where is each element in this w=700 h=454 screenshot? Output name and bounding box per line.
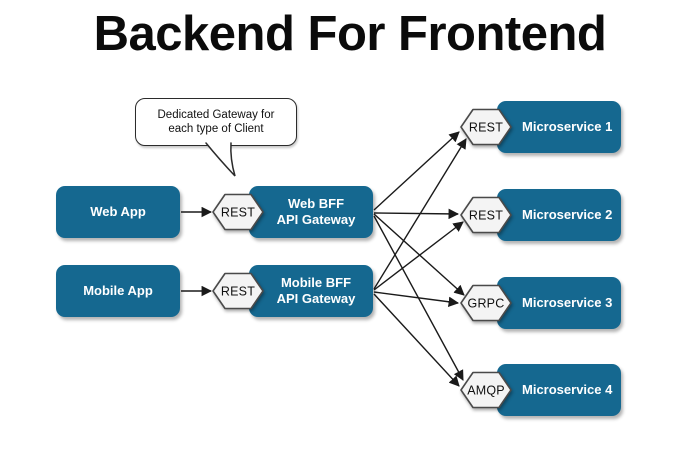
callout-line2: each type of Client [168,123,264,135]
microservice-4-label: Microservice 4 [522,382,613,397]
arrow-mobilebff-to-ms3 [373,291,460,307]
page-title: Backend For Frontend [93,7,607,61]
arrow-webbff-to-ms2 [373,208,460,220]
microservice-1-label: Microservice 1 [522,119,613,134]
gateway-mobile-line2: API Gateway [276,291,356,306]
gateway-mobile-line1: Mobile BFF [280,275,352,290]
microservice-3-label: Microservice 3 [522,295,613,310]
arrow-mobilebff-to-ms1 [373,138,467,290]
node-microservice-4: Microservice 4 [497,364,621,416]
microservice-2-label: Microservice 2 [522,207,613,222]
callout-line1: Dedicated Gateway for [157,109,275,121]
callout-bubble: Dedicated Gateway for each type of Clien… [135,98,297,146]
arrow-webbff-to-ms4 [373,215,464,381]
callout-tail [205,142,236,177]
node-web-app-label: Web App [90,204,146,219]
arrow-mobilebff-to-ms4 [373,293,460,387]
node-microservice-1: Microservice 1 [497,101,621,153]
node-web-bff-gateway: Web BFF API Gateway [249,186,373,238]
arrow-webbff-to-ms3 [373,213,465,296]
node-microservice-2: Microservice 2 [497,189,621,241]
gateway-web-line1: Web BFF [287,196,345,211]
node-microservice-3: Microservice 3 [497,277,621,329]
node-mobile-app-label: Mobile App [83,283,153,298]
node-mobile-bff-gateway: Mobile BFF API Gateway [249,265,373,317]
node-mobile-app: Mobile App [56,265,180,317]
node-web-app: Web App [56,186,180,238]
arrow-mobilebff-to-ms2 [373,221,464,291]
gateway-web-line2: API Gateway [276,212,356,227]
arrow-webbff-to-ms1 [373,131,460,211]
